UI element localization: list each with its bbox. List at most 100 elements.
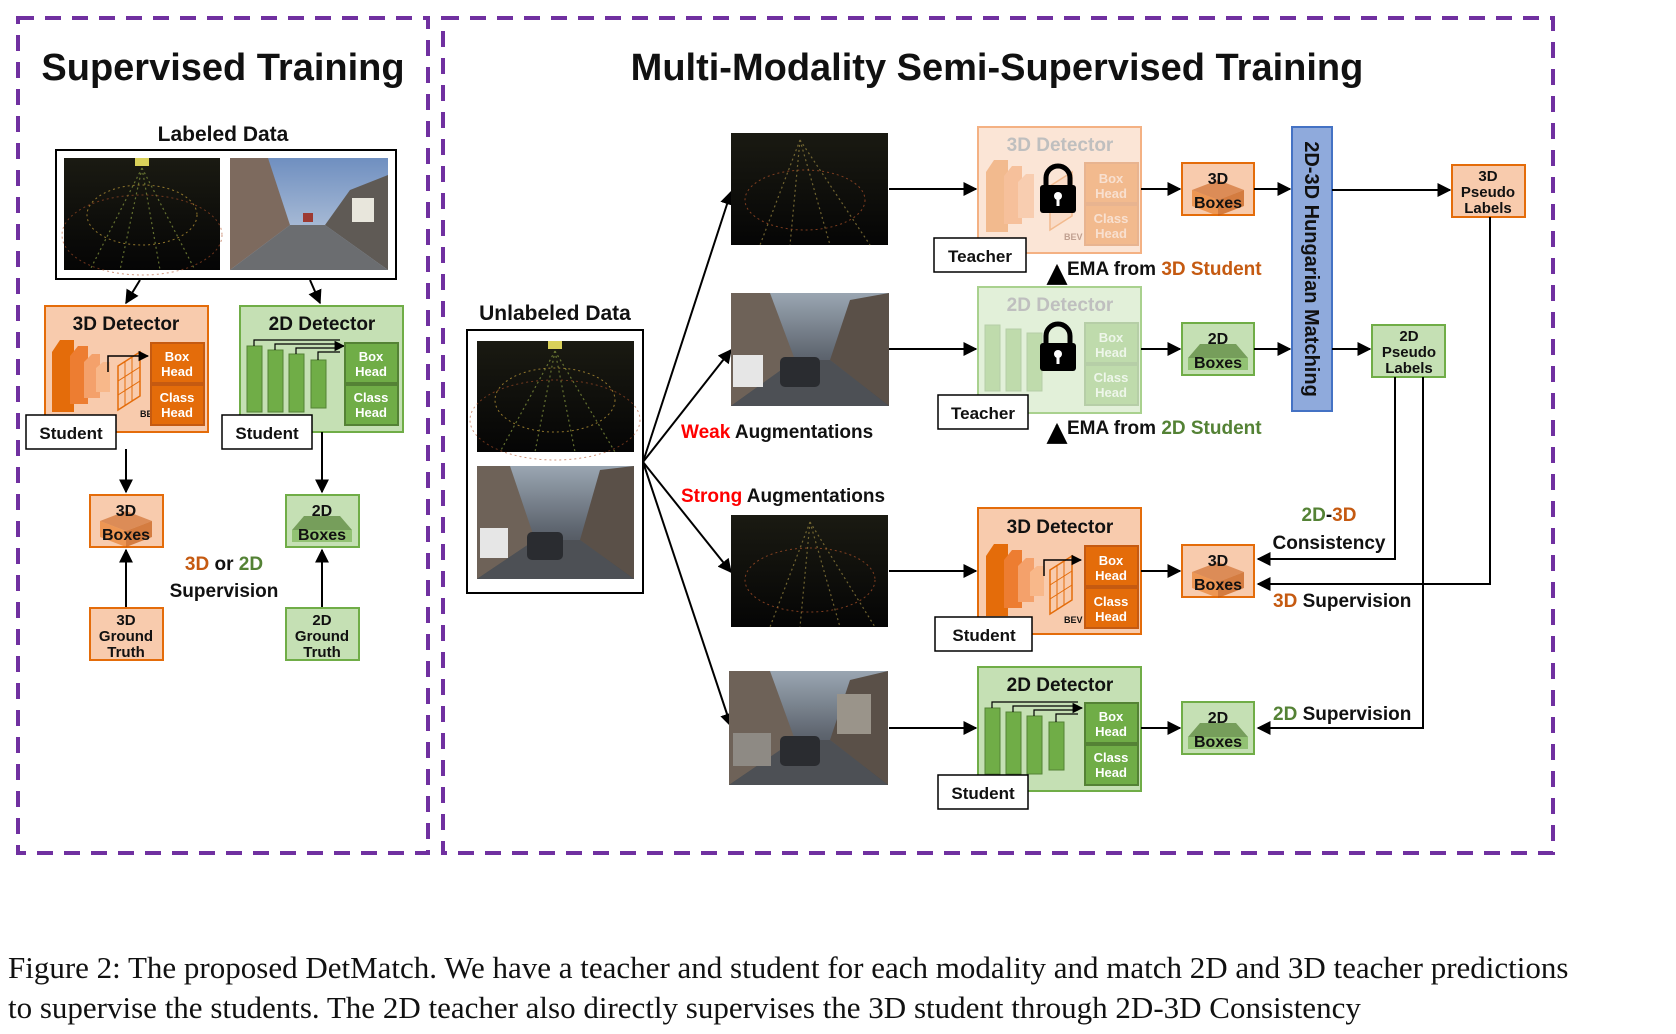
svg-text:3D: 3D: [116, 612, 135, 629]
left-3d-student-label: Student: [39, 424, 103, 443]
svg-text:Boxes: Boxes: [1194, 195, 1242, 212]
student-3d-detector-title: 3D Detector: [1007, 517, 1114, 538]
svg-text:Head: Head: [1095, 609, 1127, 624]
teacher-3d-box: [933, 237, 1027, 273]
caption-line-2: to supervise the students. The 2D teache…: [8, 990, 1361, 1025]
student-3d-boxes: 3D Boxes: [1181, 544, 1255, 598]
student-2d-box: [937, 774, 1029, 810]
left-2d-ground-truth: 2D Ground Truth: [285, 607, 360, 661]
svg-text:Head: Head: [161, 405, 193, 420]
svg-text:Boxes: Boxes: [102, 527, 150, 544]
svg-text:Head: Head: [1095, 385, 1127, 400]
left-2d-student-label: Student: [235, 424, 299, 443]
left-supervision-label: 3D or 2D Supervision: [170, 554, 279, 602]
left-3d-detector: 3D Detector BEV Box Head Class Head: [44, 305, 209, 433]
labeled-lidar-image: [61, 158, 223, 276]
teacher-2d-detector-title: 2D Detector: [1007, 295, 1114, 316]
svg-text:Class: Class: [1094, 594, 1129, 609]
supervised-panel-border: [16, 16, 430, 855]
left-3d-class-head-label: Class: [160, 390, 195, 405]
svg-text:Boxes: Boxes: [298, 527, 346, 544]
detmatch-diagram: Supervised Training Multi-Modality Semi-…: [16, 16, 1555, 855]
svg-text:Supervision: Supervision: [170, 581, 279, 602]
ema-2d-label: EMA from 2D Student: [1046, 418, 1262, 444]
student-2d-boxes: 2D Boxes: [1181, 701, 1255, 755]
svg-text:Box: Box: [1099, 330, 1124, 345]
teacher-2d-box: [937, 394, 1029, 430]
left-3d-student-box: [25, 414, 117, 450]
svg-text:Head: Head: [1095, 186, 1127, 201]
svg-text:Head: Head: [1095, 568, 1127, 583]
student-2d-label: Student: [951, 784, 1015, 803]
left-2d-detector-title: 2D Detector: [269, 314, 376, 335]
left-2d-box-head-label: Box: [359, 349, 384, 364]
svg-text:Pseudo: Pseudo: [1461, 184, 1515, 201]
student-3d-label: Student: [952, 626, 1016, 645]
svg-text:3D: 3D: [1478, 168, 1497, 185]
student-2d-detector: 2D Detector Box Head Class Head: [977, 666, 1142, 792]
svg-text:2D: 2D: [1399, 328, 1418, 345]
svg-text:Class: Class: [1094, 211, 1129, 226]
svg-text:Box: Box: [1099, 171, 1124, 186]
labeled-camera-image: [230, 158, 388, 270]
svg-text:Head: Head: [161, 364, 193, 379]
strong-lidar-image: [731, 515, 888, 628]
svg-text:Labels: Labels: [1464, 200, 1512, 217]
left-2d-boxes: 2D Boxes: [285, 494, 360, 548]
svg-text:3D or 2D: 3D or 2D: [185, 554, 263, 575]
svg-text:BEV: BEV: [1064, 232, 1083, 242]
unlabeled-lidar-image: [469, 341, 641, 461]
left-3d-box-head-label: Box: [165, 349, 190, 364]
figure-caption: Figure 2: The proposed DetMatch. We have…: [8, 948, 1668, 1028]
svg-text:Pseudo: Pseudo: [1382, 344, 1436, 361]
weak-lidar-image: [731, 133, 888, 246]
consistency-arrow: [1256, 377, 1396, 566]
svg-text:2D: 2D: [312, 612, 331, 629]
svg-text:Class: Class: [1094, 750, 1129, 765]
labeled-data-label: Labeled Data: [158, 123, 289, 146]
svg-text:Head: Head: [1095, 345, 1127, 360]
teacher-3d-label: Teacher: [948, 247, 1012, 266]
svg-text:Box: Box: [1099, 553, 1124, 568]
left-2d-detector: 2D Detector Box Head Class Head: [239, 305, 404, 433]
teacher-2d-boxes: 2D Boxes: [1181, 322, 1255, 376]
left-3d-boxes: 3D Boxes: [89, 494, 164, 548]
svg-text:Head: Head: [1095, 724, 1127, 739]
pseudo2d-supervision-arrow: [1256, 377, 1424, 735]
left-2d-student-box: [221, 414, 313, 450]
teacher-2d-label: Teacher: [951, 404, 1015, 423]
left-3d-backbone: [52, 340, 110, 412]
student-3d-box: [934, 616, 1033, 652]
ema-3d-label: EMA from 3D Student: [1046, 259, 1262, 285]
caption-line-1: Figure 2: The proposed DetMatch. We have…: [8, 950, 1569, 985]
svg-text:EMA from 2D Student: EMA from 2D Student: [1067, 418, 1262, 439]
svg-text:2D-3D: 2D-3D: [1302, 505, 1357, 526]
left-3d-detector-title: 3D Detector: [73, 314, 180, 335]
unlabeled-camera-image: [477, 466, 634, 579]
svg-text:Truth: Truth: [107, 644, 145, 661]
student-3d-detector: 3D Detector BEV Box Head Class Head: [977, 507, 1142, 635]
semi-supervised-panel-border: [441, 16, 1555, 855]
teacher-3d-boxes: 3D Boxes: [1181, 162, 1255, 216]
svg-text:3D: 3D: [116, 503, 136, 520]
semi-supervised-title: Multi-Modality Semi-Supervised Training: [631, 47, 1364, 89]
svg-text:3D: 3D: [1208, 553, 1228, 570]
svg-text:EMA from 3D Student: EMA from 3D Student: [1067, 259, 1262, 280]
svg-text:Boxes: Boxes: [1194, 734, 1242, 751]
svg-text:Class: Class: [1094, 370, 1129, 385]
svg-text:Head: Head: [355, 364, 387, 379]
pseudo3d-supervision-arrow: [1256, 217, 1491, 591]
svg-text:Ground: Ground: [295, 628, 349, 645]
student-2d-detector-title: 2D Detector: [1007, 675, 1114, 696]
svg-text:Labels: Labels: [1385, 360, 1433, 377]
weak-camera-image: [731, 293, 889, 406]
left-bev-label: BEV: [140, 409, 159, 419]
left-3d-ground-truth: 3D Ground Truth: [89, 607, 164, 661]
svg-text:Boxes: Boxes: [1194, 355, 1242, 372]
strong-augmentations-label: Strong Augmentations: [681, 486, 885, 507]
hungarian-matching-block: 2D-3D Hungarian Matching: [1291, 126, 1333, 412]
svg-text:2D: 2D: [1208, 331, 1228, 348]
svg-text:Consistency: Consistency: [1273, 533, 1386, 554]
svg-text:Box: Box: [1099, 709, 1124, 724]
svg-text:Head: Head: [1095, 226, 1127, 241]
